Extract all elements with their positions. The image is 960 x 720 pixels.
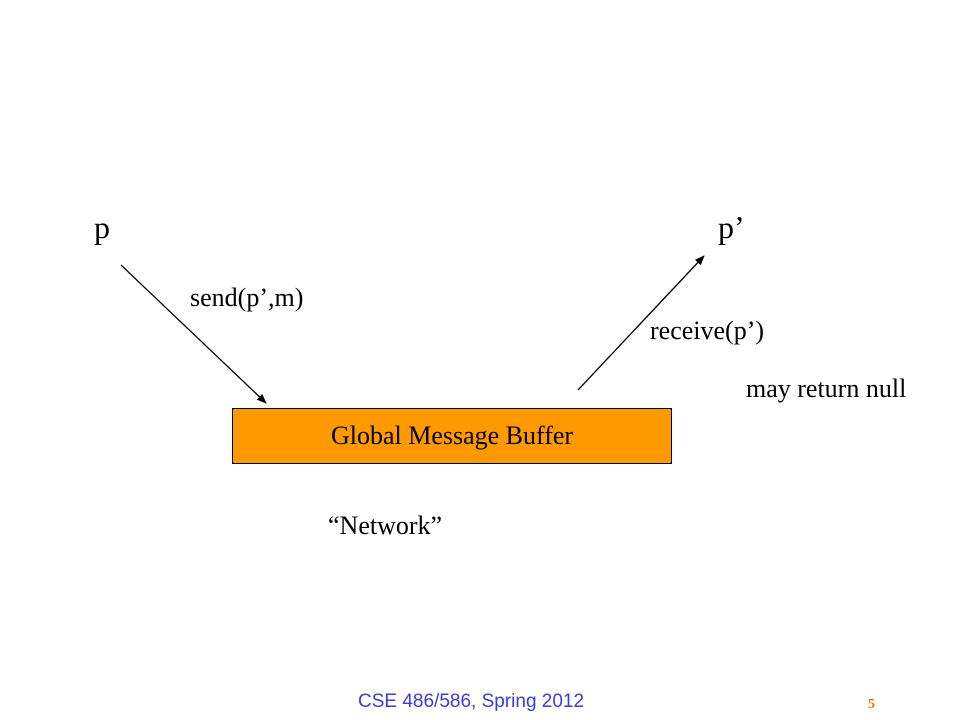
global-message-buffer-box: Global Message Buffer <box>232 408 672 464</box>
send-arrow <box>120 264 267 404</box>
page-number: 5 <box>868 697 875 712</box>
receive-note: may return null <box>746 374 907 403</box>
process-p-label: p <box>94 209 110 245</box>
send-label: send(p’,m) <box>190 283 304 312</box>
receive-label: receive(p’) <box>650 316 765 345</box>
footer-course-label: CSE 486/586, Spring 2012 <box>358 691 585 712</box>
receive-arrow <box>577 255 705 391</box>
buffer-label: Global Message Buffer <box>330 421 574 450</box>
process-p-prime-label: p’ <box>718 209 745 245</box>
network-label: “Network” <box>328 511 443 540</box>
